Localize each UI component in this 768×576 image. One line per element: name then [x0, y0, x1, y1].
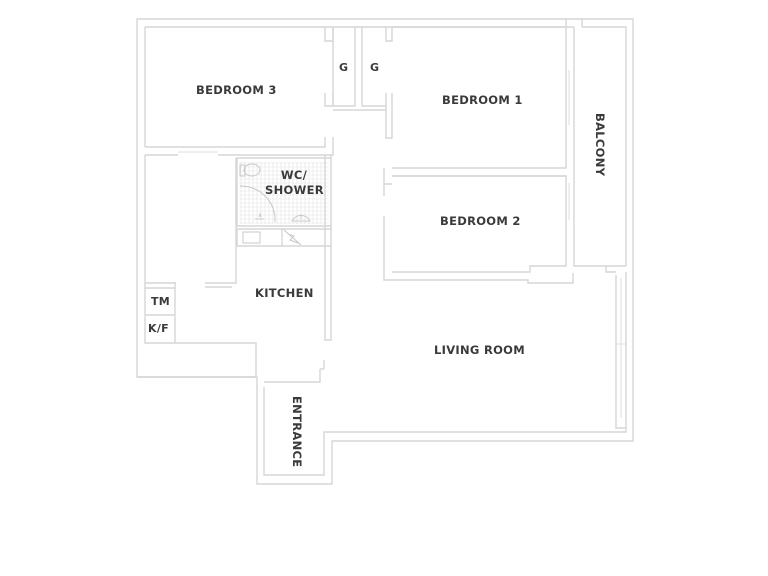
kitchen-counter — [236, 226, 332, 247]
room-label-closet-right: G — [370, 61, 380, 74]
bedroom-3-walls — [145, 27, 334, 156]
room-label-kitchen: KITCHEN — [255, 286, 314, 300]
room-label-bedroom-1: BEDROOM 1 — [442, 93, 523, 107]
closet-walls — [332, 27, 393, 139]
room-label-balcony: BALCONY — [593, 113, 607, 177]
kitchen-walls — [320, 155, 332, 370]
bedroom-2-walls — [383, 175, 574, 284]
wc-label-line-1: WC/ — [280, 168, 308, 182]
balcony-walls — [565, 19, 626, 267]
washbasin-icon — [291, 214, 311, 222]
room-label-closet-left: G — [339, 61, 349, 74]
room-label-bedroom-3: BEDROOM 3 — [196, 83, 277, 97]
utility-walls — [137, 155, 257, 378]
sink-icon — [242, 231, 261, 244]
room-label-tm: TM — [151, 295, 171, 308]
room-label-entrance: ENTRANCE — [290, 396, 304, 468]
room-label-wc-shower: WC/ SHOWER — [265, 168, 324, 197]
room-label-kf: K/F — [148, 322, 169, 335]
room-label-living-room: LIVING ROOM — [434, 343, 526, 357]
toilet-icon — [243, 163, 261, 177]
living-windows — [605, 266, 626, 429]
shower-door-arc — [239, 185, 276, 223]
room-label-bedroom-2: BEDROOM 2 — [440, 214, 521, 228]
stove-icon — [283, 229, 302, 246]
wc-label-line-2: SHOWER — [265, 182, 324, 197]
